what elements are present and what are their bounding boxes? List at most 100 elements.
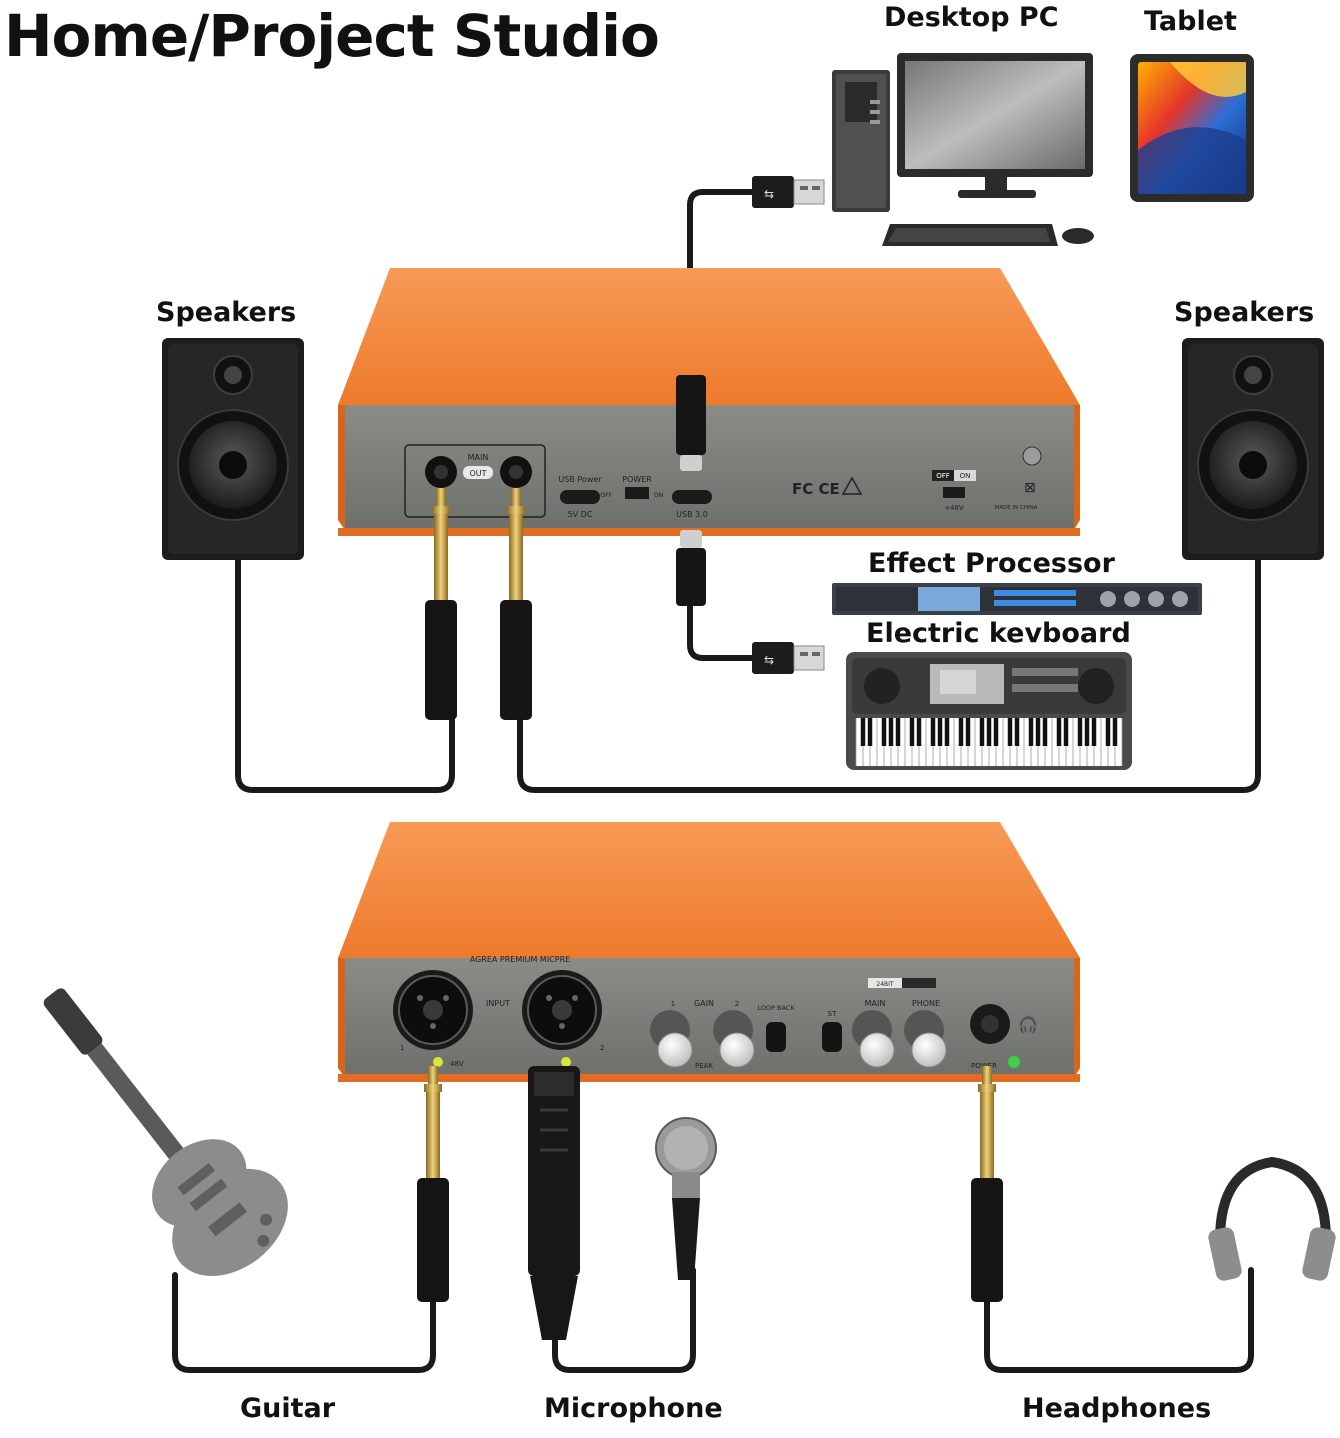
xlr-plug-microphone [528, 1066, 580, 1340]
guitar-icon [43, 988, 288, 1276]
input-ch1-label: 1 [400, 1044, 404, 1052]
peak-label: PEAK [695, 1062, 713, 1070]
black-key [930, 718, 936, 746]
main-out-frame [404, 444, 546, 518]
mode-label: 24BIT [876, 981, 894, 988]
electric-keyboard-icon [846, 652, 1132, 770]
gain-2-label: 2 [735, 1000, 739, 1008]
headphones-icon [1208, 1156, 1336, 1281]
headphones-cable [984, 1267, 1254, 1373]
black-key [1056, 718, 1062, 746]
usb-power-port [560, 490, 600, 504]
guitar-label: Guitar [240, 1393, 336, 1424]
black-key [965, 718, 971, 746]
ground-screw-icon [1022, 446, 1042, 466]
black-key [1063, 718, 1069, 746]
preamp-title: AGREA PREMIUM MICPRE [470, 955, 570, 964]
black-key [993, 718, 999, 746]
desktop-pc-label: Desktop PC [884, 2, 1059, 33]
gain-label: GAIN [694, 999, 714, 1008]
rear-power-label: POWER [622, 475, 652, 484]
black-key [1084, 718, 1090, 746]
main-out-main-label: MAIN [468, 453, 489, 462]
trs-plug-guitar [417, 1066, 449, 1302]
speaker-left-icon [162, 338, 304, 560]
black-key [916, 718, 922, 746]
combo-input-1 [393, 970, 473, 1050]
usb3-label: USB 3.0 [676, 510, 708, 519]
black-key [1014, 718, 1020, 746]
interface-rear: MAIN OUT USB Power 5V DC POWER OFF ON US… [338, 268, 1080, 536]
gain-knob-2 [713, 1010, 755, 1068]
power-led [1008, 1056, 1020, 1068]
speaker-cable-right [517, 557, 1261, 793]
svg-text:⇆: ⇆ [764, 653, 774, 667]
rear-power-switch [625, 487, 649, 499]
warning-triangle-icon [841, 476, 863, 495]
usb3-port [672, 490, 712, 504]
black-key [881, 718, 887, 746]
phantom-led-2 [561, 1057, 571, 1067]
combo-input-2 [522, 970, 602, 1050]
desktop-pc-icon [832, 53, 1094, 246]
svg-text:⇆: ⇆ [764, 187, 774, 201]
st-button [822, 1022, 842, 1052]
input-label: INPUT [486, 999, 510, 1008]
tablet-icon [1130, 54, 1254, 202]
black-key [944, 718, 950, 746]
phantom-off-label: OFF [936, 472, 950, 480]
keyboard-keys [855, 718, 1123, 766]
phone-volume-label: PHONE [912, 999, 940, 1008]
loop-back-button [766, 1022, 786, 1052]
microphone-cable [552, 1267, 696, 1373]
phantom-led-1 [433, 1057, 443, 1067]
usb-c-plug-bottom [676, 530, 706, 606]
cert-marks: FC CE [792, 480, 840, 498]
phantom-on-label: ON [960, 472, 971, 480]
black-key [909, 718, 915, 746]
tablet-label: Tablet [1144, 6, 1237, 37]
st-label: ST [828, 1010, 837, 1018]
usb-c-plug-top [676, 375, 706, 471]
usb-cable-to-pc [687, 189, 758, 381]
loop-back-label: LOOP BACK [757, 1004, 795, 1012]
usb-power-label: USB Power [558, 475, 602, 484]
usb-cable-to-keyboard [687, 597, 758, 661]
headphone-symbol-icon: 🎧 [1018, 1015, 1038, 1034]
black-key [1112, 718, 1118, 746]
speaker-cable-left [235, 557, 455, 793]
black-key [1028, 718, 1034, 746]
trs-plug-main-left [425, 488, 457, 720]
usb-power-spec: 5V DC [568, 510, 593, 519]
made-in-label: MADE IN CHINA [995, 505, 1038, 511]
usb-a-plug-top: ⇆ [752, 176, 825, 208]
weee-bin-icon: ⊠ [1024, 480, 1036, 496]
black-key [1077, 718, 1083, 746]
black-key [867, 718, 873, 746]
speakers-right-label: Speakers [1174, 297, 1315, 328]
black-key [1035, 718, 1041, 746]
trs-plug-main-right [500, 488, 532, 720]
phone-volume-knob [904, 1010, 947, 1068]
input-ch2-label: 2 [600, 1044, 604, 1052]
electric-keyboard-label: Electric kevboard [866, 618, 1131, 649]
microphone-icon [655, 1117, 717, 1280]
phantom-48v-label-1: 48V [450, 1060, 464, 1068]
gain-knob-1 [650, 1010, 693, 1068]
black-key [937, 718, 943, 746]
guitar-cable [172, 1272, 436, 1373]
main-volume-knob [852, 1010, 895, 1068]
black-key [979, 718, 985, 746]
black-key [895, 718, 901, 746]
effect-processor-icon [832, 583, 1202, 615]
speakers-left-label: Speakers [156, 297, 297, 328]
black-key [958, 718, 964, 746]
black-key [1105, 718, 1111, 746]
cables [172, 189, 1261, 1373]
trs-plug-headphones [971, 1066, 1003, 1302]
usb-a-plug-bottom: ⇆ [752, 642, 825, 674]
black-key [1042, 718, 1048, 746]
black-key [860, 718, 866, 746]
